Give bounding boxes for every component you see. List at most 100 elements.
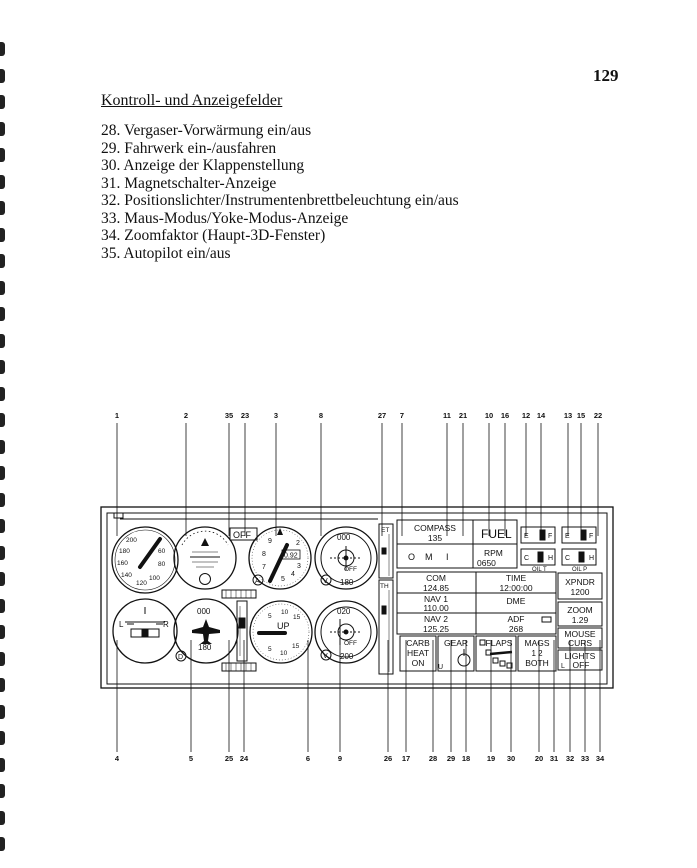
mouse-mode-value: CURS [568, 638, 592, 648]
flaps-position-box [499, 660, 506, 667]
transponder[interactable]: XPNDR 1200 [557, 572, 603, 600]
binding-ring [0, 731, 5, 745]
gear-up-label: U [438, 664, 443, 671]
mags-both: BOTH [525, 658, 549, 668]
binding-ring [0, 121, 5, 136]
binding-ring [0, 625, 5, 639]
turn-left-label: L [119, 620, 124, 629]
flaps-indicator[interactable]: FLAPS [475, 635, 517, 672]
bottom-callout-number: 26 [384, 754, 392, 763]
bottom-callout-number: 30 [507, 754, 515, 763]
binding-ring [0, 572, 5, 586]
fuel-gauges: E F E F [520, 526, 597, 544]
binding-ring [0, 678, 5, 692]
binding-ring [0, 254, 5, 268]
landing-gear-switch[interactable]: GEAR U [437, 635, 475, 672]
bottom-callout-number: 18 [462, 754, 470, 763]
fuel-display: FUEL [472, 519, 518, 545]
lights-l-label: L [561, 663, 565, 670]
legend-item: 34. Zoomfaktor (Haupt-3D-Fenster) [101, 227, 326, 244]
top-callout-number: 12 [522, 411, 530, 420]
top-callout-number: 2 [184, 411, 188, 420]
nav1-label: NAV 1 [424, 594, 448, 604]
adf-radio[interactable]: ADF 268 [475, 612, 557, 635]
fuel-full-label: F [548, 533, 552, 540]
nav2-radio[interactable]: NAV 2 125.25 [396, 612, 477, 635]
nav1-radio[interactable]: NAV 1 110.00 [396, 592, 477, 614]
rpm-label: RPM [484, 548, 503, 558]
binding-ring [0, 598, 5, 613]
com-frequency: 124.85 [423, 583, 449, 593]
airspeed-needle [138, 537, 162, 569]
top-callout-number: 35 [225, 411, 233, 420]
rpm-display: RPM 0650 [472, 543, 518, 569]
top-callout-number: 22 [594, 411, 602, 420]
bottom-callout-number: 29 [447, 754, 455, 763]
airspeed-tick: 120 [136, 580, 147, 587]
dme-display: DME [475, 592, 557, 614]
panel-frame [100, 506, 614, 689]
zoom-display[interactable]: ZOOM 1.29 [557, 601, 603, 627]
xpndr-code: 1200 [571, 587, 590, 597]
binding-ring [0, 413, 5, 427]
binding-ring [0, 68, 5, 83]
carb-heat-state: ON [412, 658, 425, 668]
vor2-off-flag: OFF [344, 640, 357, 647]
airplane-icon [192, 619, 220, 644]
carb-heat-switch[interactable]: CARB HEAT ON [399, 635, 437, 672]
clock-display[interactable]: TIME 12:00:00 [475, 571, 557, 594]
marker-beacons: O M I [396, 543, 474, 569]
top-callout-number: 1 [115, 411, 119, 420]
altimeter-tick: 3 [297, 563, 301, 570]
binding-ring [0, 492, 5, 507]
binding-ring [0, 227, 5, 242]
vsi-tick: 5 [268, 613, 272, 620]
fuel-empty-label: E [524, 533, 529, 540]
autopilot-switch[interactable]: OFF [229, 527, 258, 541]
heading-indicator: 000 180 D [173, 598, 239, 664]
binding-ring [0, 307, 5, 321]
altimeter-tick: 4 [291, 571, 295, 578]
legend-item: 31. Magnetschalter-Anzeige [101, 174, 277, 192]
flaps-position-box [479, 639, 486, 646]
vsi-tick: 10 [281, 609, 289, 616]
top-callout-number: 27 [378, 411, 386, 420]
vsi-up-label: UP [277, 621, 290, 631]
turn-coordinator: L R [112, 598, 178, 664]
carb-label: CARB [406, 638, 430, 648]
gear-label: GEAR [444, 638, 468, 648]
marker-inner: I [446, 552, 449, 562]
top-callout-number: 14 [537, 411, 546, 420]
vsi-tick: 15 [292, 643, 300, 650]
altimeter-tick: 7 [262, 564, 266, 571]
nav2-frequency: 125.25 [423, 624, 449, 634]
magnetos-switch[interactable]: MAGS 1 2 BOTH [517, 635, 557, 672]
lights-switch[interactable]: LIGHTS L OFF [557, 649, 603, 671]
time-label: TIME [506, 573, 527, 583]
airspeed-tick: 160 [117, 560, 128, 567]
vor2-indicator: 020 OFF 200 V [314, 600, 378, 664]
vertical-speed-indicator: 5 10 15 5 10 15 UP [249, 600, 313, 664]
top-callout-number: 11 [443, 411, 451, 420]
vor1-radial: 180 [340, 578, 354, 587]
mouse-mode-indicator[interactable]: MOUSE CURS [557, 627, 603, 649]
bottom-callout-number: 31 [550, 754, 558, 763]
bottom-callout-number: 20 [535, 754, 543, 763]
vsi-tick: 10 [280, 650, 288, 657]
lights-state: OFF [573, 660, 590, 670]
th-label: TH [380, 583, 389, 590]
binding-ring [0, 148, 5, 162]
et-label: ET [381, 527, 389, 534]
adf-indicator [541, 616, 552, 623]
legend-item: 28. Vergaser-Vorwärmung ein/aus [101, 122, 312, 139]
com-radio[interactable]: COM 124.85 [396, 571, 477, 594]
vsi-tick: 5 [268, 646, 272, 653]
legend-item: 30. Anzeige der Klappenstellung [101, 157, 305, 174]
mags-value: 1 2 [531, 649, 543, 658]
binding-ring [0, 42, 5, 56]
binding-ring [0, 784, 5, 798]
turn-right-label: R [163, 620, 169, 629]
flaps-position-box [492, 657, 499, 664]
trim-slider[interactable] [221, 589, 257, 672]
